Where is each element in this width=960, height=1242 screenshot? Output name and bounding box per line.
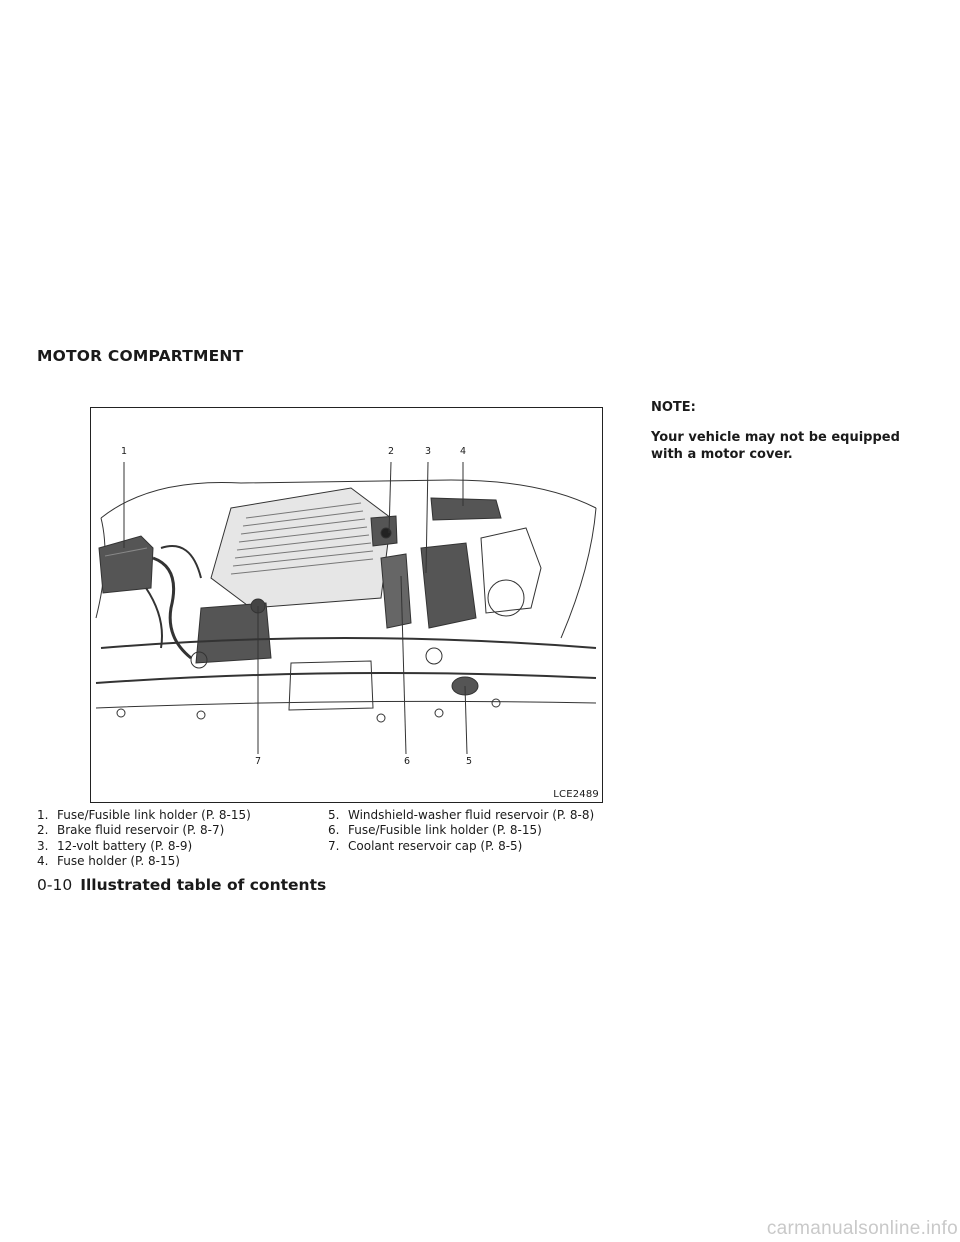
callout-3: 3 bbox=[424, 446, 432, 457]
motor-compartment-figure: 1 2 3 4 5 6 7 LCE2489 bbox=[90, 407, 603, 803]
legend-item: 5. Windshield-washer fluid reservoir (P. … bbox=[328, 808, 594, 823]
legend-item-number: 5. bbox=[328, 808, 340, 822]
callout-2: 2 bbox=[387, 446, 395, 457]
footer-title: Illustrated table of contents bbox=[80, 876, 327, 894]
callout-5: 5 bbox=[465, 756, 473, 767]
callout-7: 7 bbox=[254, 756, 262, 767]
legend-item-number: 2. bbox=[37, 823, 49, 838]
section-title: MOTOR COMPARTMENT bbox=[37, 347, 244, 365]
callout-4: 4 bbox=[459, 446, 467, 457]
legend-item: 3. 12-volt battery (P. 8-9) bbox=[37, 839, 251, 854]
callout-1: 1 bbox=[120, 446, 128, 457]
legend-item-text: Fuse holder (P. 8-15) bbox=[57, 854, 180, 869]
page-footer: 0-10 Illustrated table of contents bbox=[37, 876, 326, 894]
note-heading: NOTE: bbox=[651, 400, 696, 415]
legend-list-left: 1. Fuse/Fusible link holder (P. 8-15) 2. B… bbox=[37, 808, 251, 870]
legend-item-number: 1. bbox=[37, 808, 49, 822]
legend-item: 7. Coolant reservoir cap (P. 8-5) bbox=[328, 839, 594, 854]
legend-item-number: 4. bbox=[37, 854, 49, 869]
legend-item-text: Fuse/Fusible link holder (P. 8-15) bbox=[57, 808, 251, 822]
legend-item-number: 3. bbox=[37, 838, 49, 853]
legend-item: 6. Fuse/Fusible link holder (P. 8-15) bbox=[328, 823, 594, 838]
page-number: 0-10 bbox=[37, 876, 73, 894]
legend-item: 4. Fuse holder (P. 8-15) bbox=[37, 854, 251, 869]
legend-item-number: 6. bbox=[328, 823, 340, 838]
figure-code: LCE2489 bbox=[553, 789, 599, 800]
legend-item-text: Windshield-washer fluid reservoir (P. 8-… bbox=[348, 808, 595, 822]
legend-item-text: Coolant reservoir cap (P. 8-5) bbox=[348, 838, 523, 853]
legend-item-number: 7. bbox=[328, 838, 340, 853]
legend-item-text: Brake fluid reservoir (P. 8-7) bbox=[57, 823, 225, 838]
note-text: Your vehicle may not be equipped with a … bbox=[651, 430, 900, 462]
callout-6: 6 bbox=[403, 756, 411, 767]
legend-list-right: 5. Windshield-washer fluid reservoir (P. … bbox=[328, 808, 594, 854]
watermark: carmanualsonline.info bbox=[766, 1218, 958, 1239]
note-block: NOTE: Your vehicle may not be equipped w… bbox=[651, 400, 921, 463]
engine-bay-illustration bbox=[95, 461, 597, 755]
legend-item: 2. Brake fluid reservoir (P. 8-7) bbox=[37, 823, 251, 838]
legend-item-text: Fuse/Fusible link holder (P. 8-15) bbox=[348, 823, 542, 838]
legend-item-text: 12-volt battery (P. 8-9) bbox=[57, 838, 193, 853]
legend-item: 1. Fuse/Fusible link holder (P. 8-15) bbox=[37, 808, 251, 823]
